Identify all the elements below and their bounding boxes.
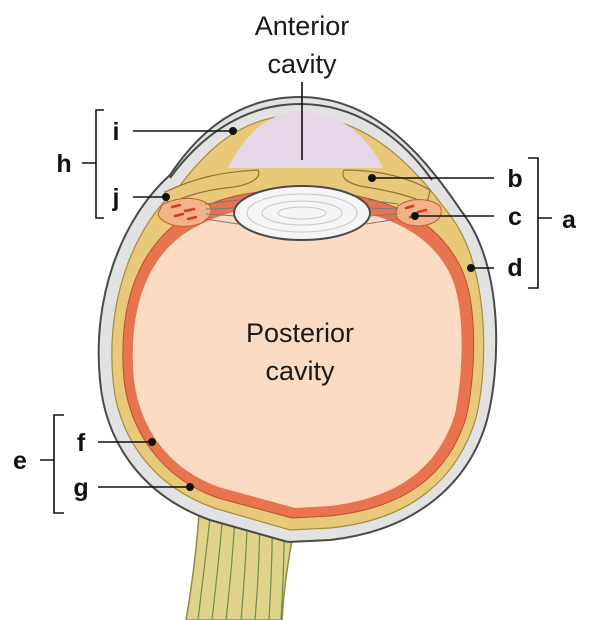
leader-j-dot [162,193,170,201]
label-c: c [508,203,522,231]
bracket-h [82,109,104,219]
label-h: h [56,150,71,178]
label-i: i [113,118,120,146]
iris-right [342,169,431,205]
label-f: f [77,429,86,457]
leader-i-dot [229,127,237,135]
label-g: g [73,474,88,502]
posterior-cavity-label-line1: Posterior [246,318,354,348]
lens [233,185,371,241]
suspensory-ligaments [204,199,399,225]
ciliary-left-marks [170,203,198,221]
anterior-cavity-label-line1: Anterior [255,11,350,41]
anterior-cavity-label-line2: cavity [267,49,337,79]
iris-left [164,169,260,206]
lens-fibers [246,193,358,233]
leader-d-dot [467,264,475,272]
bracket-e [40,414,64,514]
label-e: e [13,447,27,475]
cornea [169,102,433,181]
vitreous-body [132,205,462,508]
label-d: d [507,254,522,282]
posterior-cavity-label-line2: cavity [265,356,335,386]
leader-g-dot [186,483,194,491]
ciliary-body-left [157,197,212,227]
label-a: a [562,206,577,234]
leader-c-dot [411,212,419,220]
label-j: j [112,184,120,212]
bracket-a [528,157,552,289]
label-b: b [507,165,522,193]
leader-b-dot [368,174,376,182]
aqueous-humor [228,112,383,168]
leader-f-dot [148,438,156,446]
